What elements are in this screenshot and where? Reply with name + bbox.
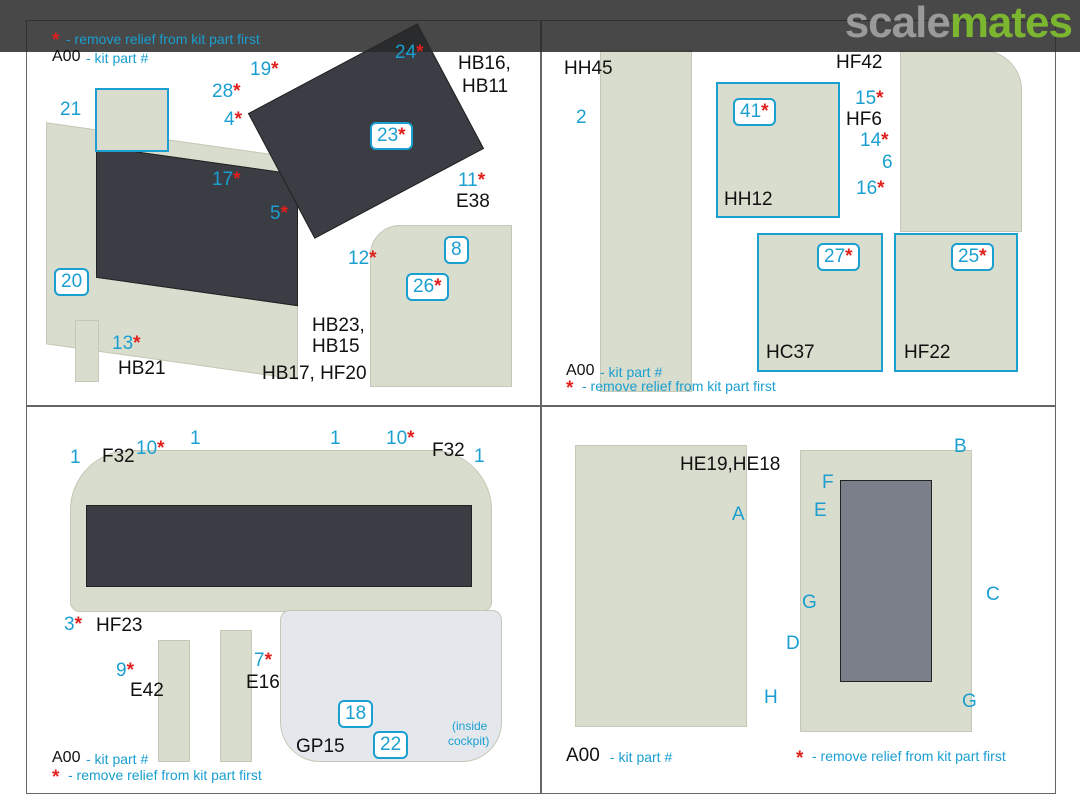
callout-1c: 1	[330, 428, 341, 449]
part-f32b: F32	[432, 440, 465, 461]
legend-kit-part-2: - kit part #	[600, 364, 663, 380]
stick-e42	[158, 640, 190, 762]
stick-e16	[220, 630, 252, 762]
inset-21	[95, 88, 169, 152]
callout-17: 17*	[212, 169, 241, 190]
console-decal	[96, 145, 298, 307]
callout-19: 19*	[250, 59, 279, 80]
callout-7: 7*	[254, 650, 272, 671]
panel-4	[540, 405, 1056, 794]
wall-part	[900, 50, 1022, 232]
legend-kit-part-4: - kit part #	[610, 749, 673, 765]
callout-12: 12*	[348, 248, 377, 269]
star-icon: *	[52, 30, 60, 51]
part-hb15: HB15	[312, 336, 360, 357]
callout-d: D	[786, 633, 800, 654]
callout-6: 6	[882, 152, 893, 173]
part-hf6: HF6	[846, 109, 882, 130]
part-hh12: HH12	[724, 189, 773, 210]
callout-1d: 1	[474, 446, 485, 467]
legend-kit-part-3: - kit part #	[86, 751, 149, 767]
callout-41: 41*	[733, 98, 776, 126]
legend-code: A00	[52, 48, 81, 65]
part-hc37: HC37	[766, 342, 815, 363]
callout-15: 15*	[855, 88, 884, 109]
callout-20: 20	[54, 268, 90, 296]
door-part	[370, 225, 512, 387]
callout-c: C	[986, 584, 1000, 605]
callout-11: 11*	[458, 170, 486, 191]
legend-code-3: A00	[52, 749, 81, 766]
legend-relief: - remove relief from kit part first	[66, 31, 260, 47]
part-hf23: HF23	[96, 615, 143, 636]
part-hf22: HF22	[904, 342, 951, 363]
frame-part	[600, 50, 692, 392]
star-icon-4: *	[796, 748, 804, 769]
note-inside: (inside	[452, 719, 488, 733]
callout-f: F	[822, 472, 834, 493]
callout-4: 4*	[224, 109, 242, 130]
part-hb16: HB16,	[458, 53, 511, 74]
part-e42: E42	[130, 680, 164, 701]
callout-23: 23*	[370, 122, 413, 150]
callout-27: 27*	[817, 243, 860, 271]
callout-5: 5*	[270, 203, 288, 224]
callout-26: 26*	[406, 273, 449, 301]
callout-10a: 10*	[136, 438, 165, 459]
legend-code-2: A00	[566, 362, 595, 379]
part-hb17-hf20: HB17, HF20	[262, 363, 367, 384]
part-f32a: F32	[102, 446, 135, 467]
seat-left	[575, 445, 747, 727]
part-hb11: HB11	[462, 76, 509, 97]
star-icon-3: *	[52, 767, 60, 788]
callout-25: 25*	[951, 243, 994, 271]
panel-3	[26, 405, 542, 794]
part-hb23: HB23,	[312, 315, 365, 336]
part-e38: E38	[456, 191, 490, 212]
star-icon-2: *	[566, 378, 574, 399]
part-he19-he18: HE19,HE18	[680, 454, 781, 475]
scalemates-logo: scalemates	[844, 0, 1073, 47]
legend-code-4: A00	[566, 745, 600, 766]
legend-relief-2: - remove relief from kit part first	[582, 378, 776, 394]
callout-2: 2	[576, 107, 587, 128]
note-cockpit: cockpit)	[448, 734, 490, 748]
callout-9: 9*	[116, 660, 134, 681]
part-gp15: GP15	[296, 736, 345, 757]
callout-10b: 10*	[386, 428, 415, 449]
legend-kit-part: - kit part #	[86, 50, 149, 66]
callout-b: B	[954, 436, 967, 457]
part-hh45: HH45	[564, 58, 613, 79]
legend-relief-3: - remove relief from kit part first	[68, 767, 262, 783]
callout-g2: G	[962, 691, 977, 712]
legend-relief-4: - remove relief from kit part first	[812, 748, 1006, 764]
callout-14: 14*	[860, 130, 889, 151]
callout-28: 28*	[212, 81, 241, 102]
callout-g1: G	[802, 592, 817, 613]
stick-part	[75, 320, 99, 382]
callout-21: 21	[60, 99, 82, 120]
callout-h: H	[764, 687, 778, 708]
inset-27	[757, 233, 883, 372]
part-hb21: HB21	[118, 358, 166, 379]
inset-25	[894, 233, 1018, 372]
part-hf42: HF42	[836, 52, 883, 73]
callout-8: 8	[444, 236, 469, 264]
instrument-panel-decal	[86, 505, 472, 587]
callout-1b: 1	[190, 428, 201, 449]
callout-22: 22	[373, 731, 409, 759]
harness	[840, 480, 932, 682]
callout-a: A	[732, 504, 745, 525]
part-e16: E16	[246, 672, 280, 693]
watermark-bar	[0, 0, 1080, 52]
callout-18: 18	[338, 700, 374, 728]
callout-e: E	[814, 500, 827, 521]
callout-24: 24*	[395, 42, 424, 63]
callout-13: 13*	[112, 333, 141, 354]
callout-16: 16*	[856, 178, 885, 199]
callout-1a: 1	[70, 447, 81, 468]
callout-3: 3*	[64, 614, 82, 635]
